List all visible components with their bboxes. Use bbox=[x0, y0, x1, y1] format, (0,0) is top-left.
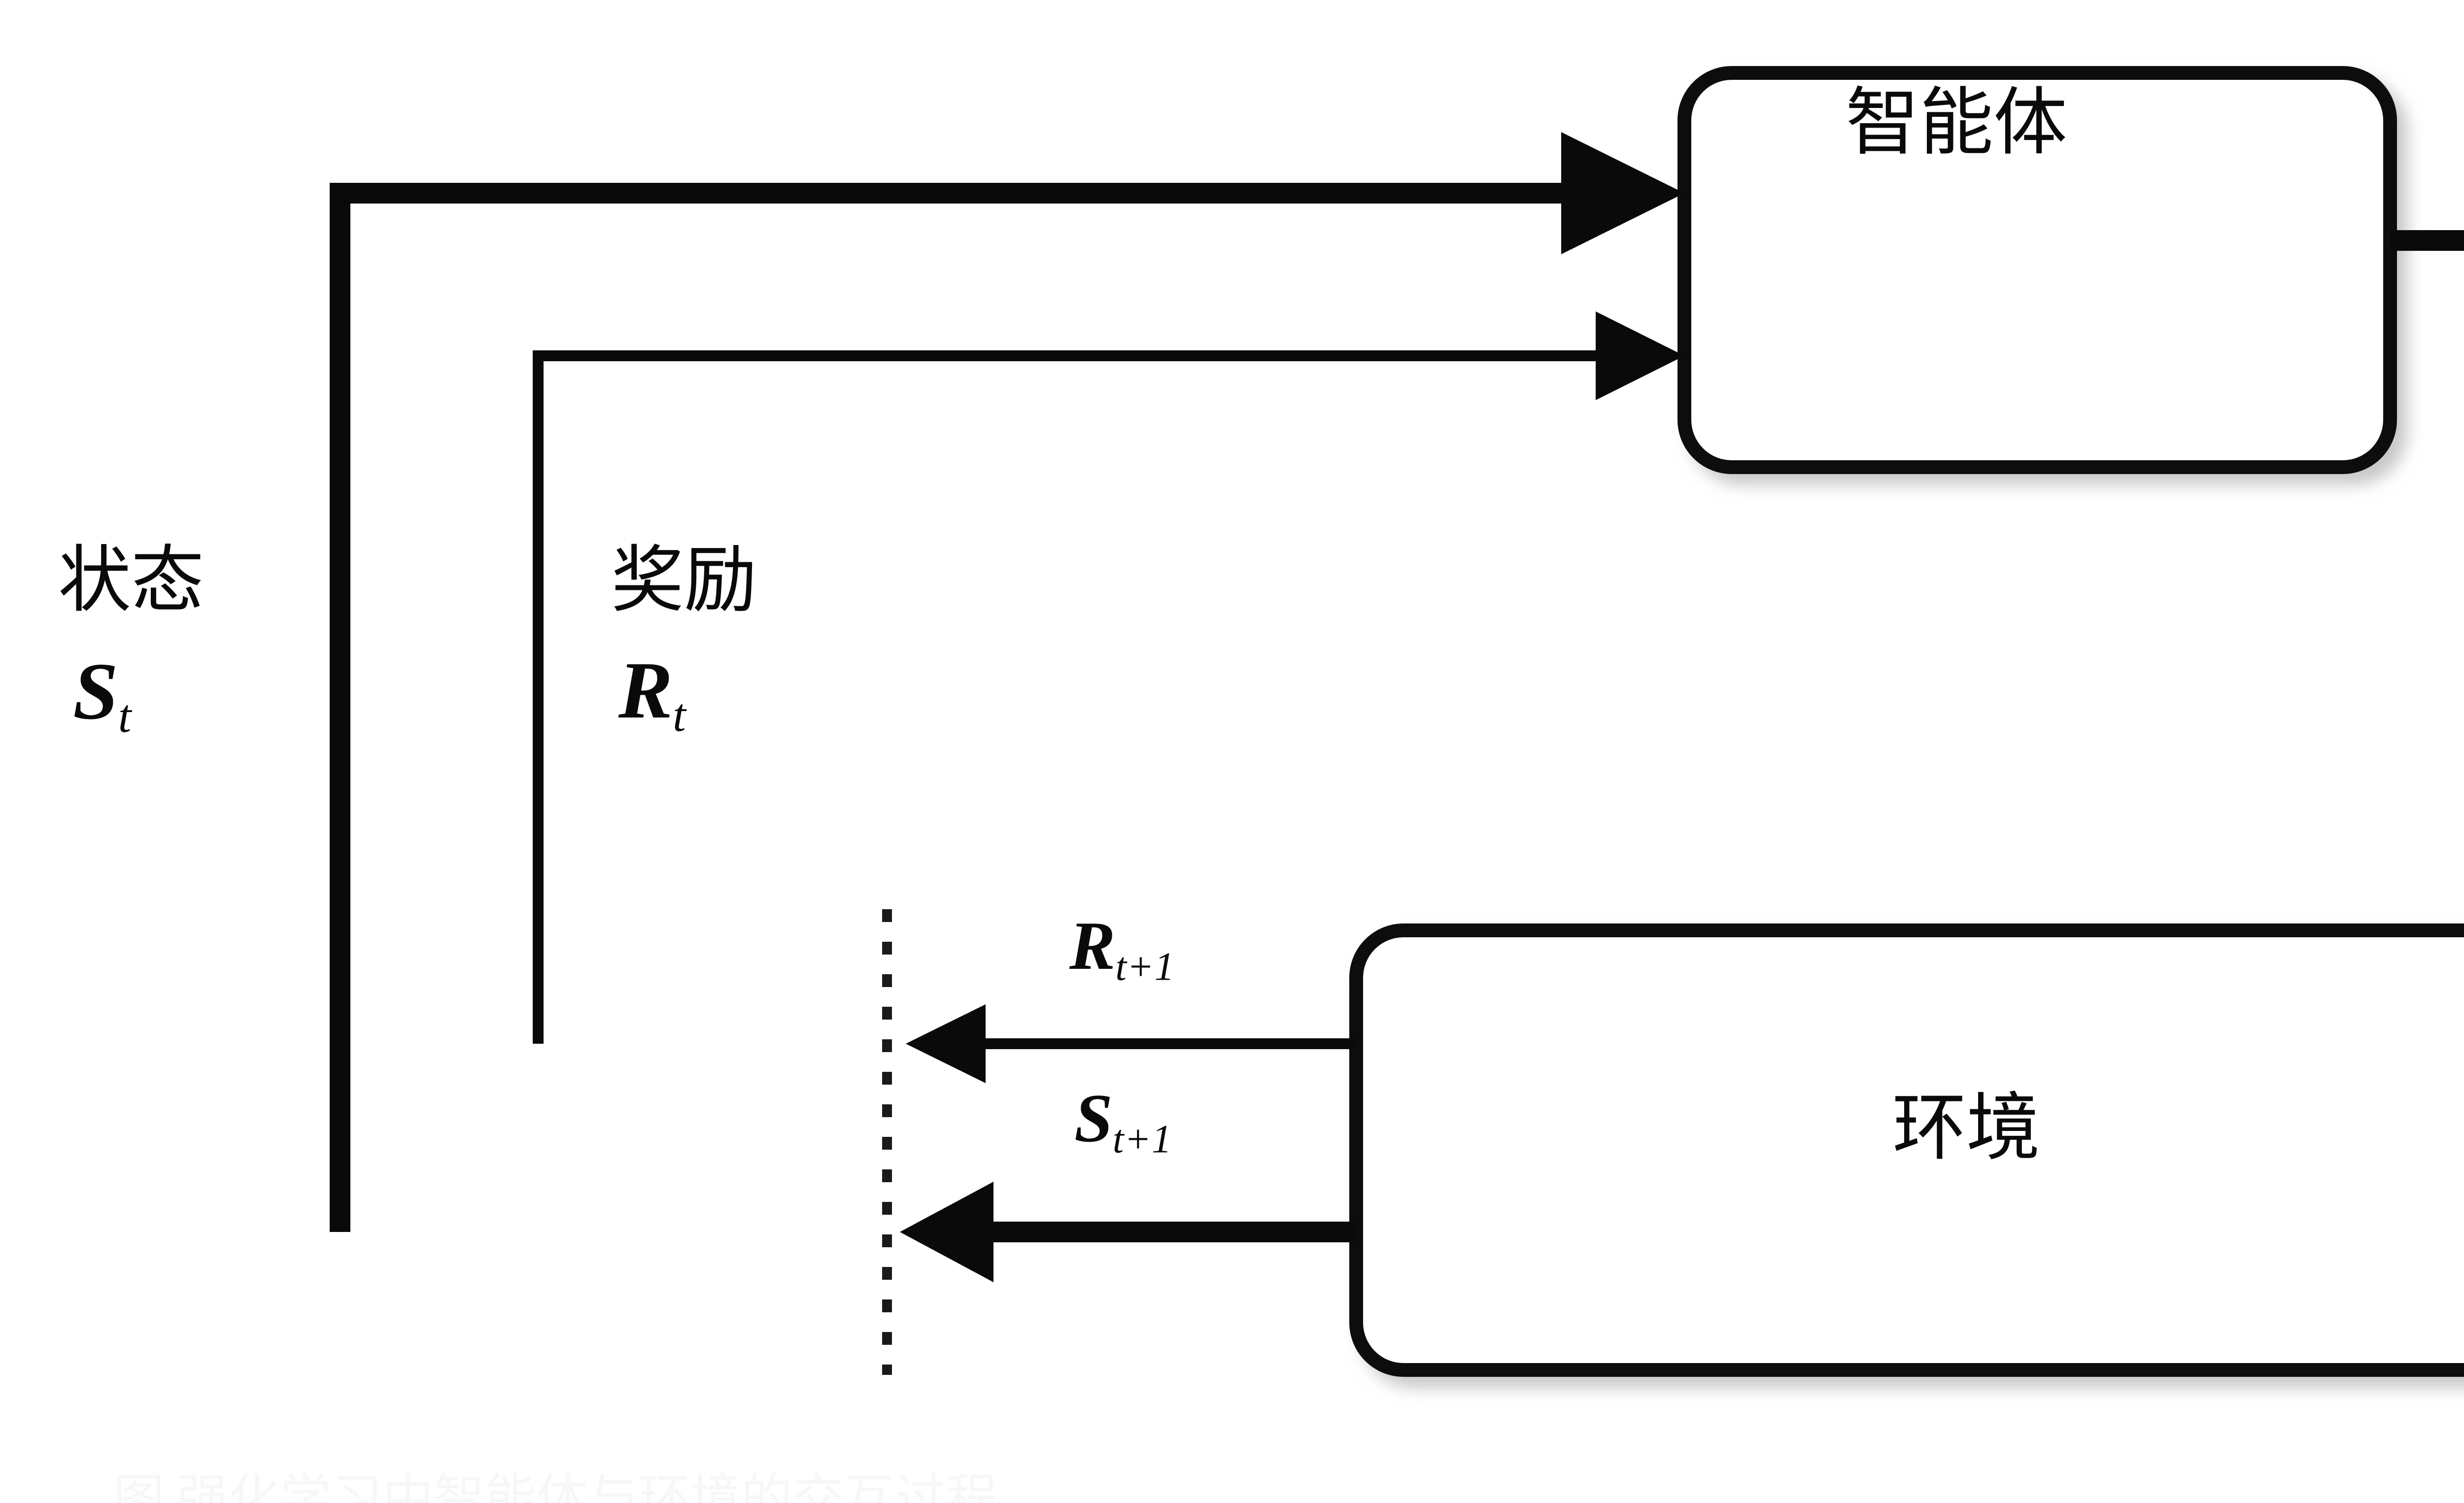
agent-box[interactable] bbox=[1677, 66, 2397, 474]
reward-symbol-base: R bbox=[618, 645, 673, 735]
next-reward-arrowhead-icon bbox=[906, 1004, 986, 1083]
reward-signal-label: 奖励 bbox=[611, 541, 757, 621]
reward-symbol-subscript: t bbox=[673, 688, 686, 741]
agent-box-label: 智能体 bbox=[1846, 82, 2068, 164]
next-state-symbol: St+1 bbox=[1074, 1084, 1172, 1160]
environment-box[interactable] bbox=[1349, 923, 2464, 1377]
state-symbol: St bbox=[73, 650, 132, 740]
next-reward-symbol-subscript: t+1 bbox=[1115, 944, 1175, 989]
figure-caption: 图 强化学习中智能体与环境的交互过程 bbox=[113, 1456, 997, 1503]
next-state-symbol-base: S bbox=[1074, 1080, 1113, 1157]
state-feedback-path bbox=[330, 183, 1610, 1232]
state-symbol-subscript: t bbox=[118, 689, 132, 742]
next-reward-symbol: Rt+1 bbox=[1069, 912, 1175, 987]
next-state-symbol-subscript: t+1 bbox=[1112, 1117, 1172, 1161]
next-reward-symbol-base: R bbox=[1069, 908, 1116, 984]
reward-feedback-path bbox=[533, 350, 1620, 1044]
state-arrowhead-icon bbox=[1561, 132, 1684, 254]
reward-symbol: Rt bbox=[618, 649, 686, 739]
reward-arrowhead-icon bbox=[1596, 311, 1684, 400]
environment-box-label: 环境 bbox=[1892, 1088, 2041, 1169]
state-symbol-base: S bbox=[73, 646, 118, 736]
next-state-arrowhead-icon bbox=[900, 1182, 993, 1282]
state-signal-label: 状态 bbox=[58, 541, 204, 621]
